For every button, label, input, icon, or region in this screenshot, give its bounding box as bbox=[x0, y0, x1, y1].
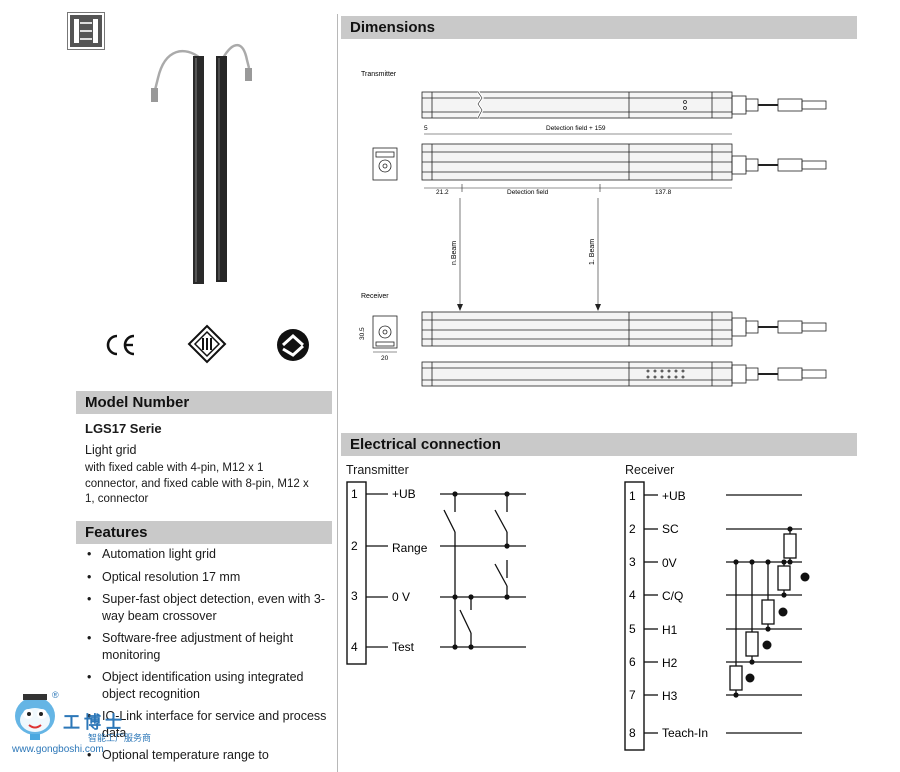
feature-item: Automation light grid bbox=[85, 546, 330, 563]
electrical-connection-heading: Electrical connection bbox=[341, 433, 857, 456]
transmitter-profile bbox=[372, 147, 398, 181]
feature-item: Object identification using integrated o… bbox=[85, 669, 330, 702]
dim-n-beam: n.Beam bbox=[451, 241, 458, 265]
rx-pin-6-name: H2 bbox=[662, 656, 678, 670]
receiver-bar-top bbox=[421, 361, 827, 387]
product-category-icon bbox=[67, 12, 105, 50]
watermark-url: www.gongboshi.com bbox=[12, 744, 104, 755]
model-title: LGS17 Serie bbox=[85, 421, 162, 436]
transmitter-label: Transmitter bbox=[346, 463, 409, 477]
receiver-bar-front bbox=[421, 311, 827, 347]
dim-5: 5 bbox=[424, 125, 428, 132]
feature-item: IO-Link interface for service and proces… bbox=[85, 708, 330, 741]
feature-item: Super-fast object detection, even with 3… bbox=[85, 591, 330, 624]
dim-137-8: 137.8 bbox=[655, 189, 672, 196]
receiver-profile bbox=[372, 315, 398, 349]
rx-pin-8: 8 bbox=[629, 726, 636, 740]
rx-pin-5-name: H1 bbox=[662, 623, 678, 637]
model-number-heading: Model Number bbox=[76, 391, 332, 414]
rx-pin-6: 6 bbox=[629, 655, 636, 669]
tx-pin-1: 1 bbox=[351, 487, 358, 501]
transmitter-bar-top bbox=[421, 91, 827, 119]
dim-detection-field-plus: Detection field + 159 bbox=[546, 125, 606, 132]
ce-mark-icon bbox=[103, 332, 137, 358]
receiver-label: Receiver bbox=[625, 463, 675, 477]
watermark-subtitle: 智能工厂服务商 bbox=[88, 733, 152, 743]
dim-detection-field: Detection field bbox=[507, 189, 549, 196]
rx-pin-1-name: +UB bbox=[662, 489, 686, 503]
pepperl-fuchs-logo-icon bbox=[276, 328, 310, 362]
watermark-registered-mark: ® bbox=[52, 690, 59, 700]
class-iii-icon bbox=[187, 324, 227, 364]
dim-first-beam: 1. Beam bbox=[589, 239, 596, 265]
rx-pin-7: 7 bbox=[629, 688, 636, 702]
dim-20: 20 bbox=[381, 355, 389, 362]
dimensions-heading: Dimensions bbox=[341, 16, 857, 39]
rx-pin-5: 5 bbox=[629, 622, 636, 636]
tx-pin-2-name: Range bbox=[392, 541, 428, 555]
features-list: Automation light grid Optical resolution… bbox=[85, 546, 330, 770]
tx-pin-1-name: +UB bbox=[392, 487, 416, 501]
tx-pin-3: 3 bbox=[351, 589, 358, 603]
tx-pin-4: 4 bbox=[351, 640, 358, 654]
rx-pin-4: 4 bbox=[629, 588, 636, 602]
model-subtitle: Light grid bbox=[85, 443, 137, 457]
dim-30-5: 30.5 bbox=[359, 327, 366, 340]
tx-pin-3-name: 0 V bbox=[392, 590, 410, 604]
rx-pin-1: 1 bbox=[629, 489, 636, 503]
dim-transmitter-label: Transmitter bbox=[361, 71, 397, 78]
product-image-light-grid bbox=[145, 38, 265, 288]
rx-pin-3: 3 bbox=[629, 555, 636, 569]
dim-receiver-label: Receiver bbox=[361, 293, 389, 300]
dimension-drawing: Transmitter Receiver Detection field + 1… bbox=[340, 60, 860, 390]
rx-pin-4-name: C/Q bbox=[662, 589, 683, 603]
receiver-wiring-diagram: 1 2 3 4 5 6 7 8 +UB SC 0V C/Q H1 H2 H3 T… bbox=[620, 478, 820, 753]
rx-pin-7-name: H3 bbox=[662, 689, 678, 703]
model-description: with fixed cable with 4-pin, M12 x 1 con… bbox=[85, 462, 309, 505]
feature-item: Software-free adjustment of height monit… bbox=[85, 630, 330, 663]
tx-pin-2: 2 bbox=[351, 539, 358, 553]
features-heading: Features bbox=[76, 521, 332, 544]
watermark-mascot-icon bbox=[10, 690, 60, 747]
rx-pin-3-name: 0V bbox=[662, 556, 677, 570]
rx-pin-2-name: SC bbox=[662, 522, 679, 536]
transmitter-wiring-diagram: 1 2 3 4 +UB Range 0 V Test bbox=[340, 478, 540, 668]
feature-item: Optional temperature range to bbox=[85, 747, 330, 764]
feature-item: Optical resolution 17 mm bbox=[85, 569, 330, 586]
dim-21-2: 21.2 bbox=[436, 189, 449, 196]
column-divider bbox=[337, 14, 338, 772]
watermark-brand: 工博士 bbox=[63, 713, 126, 732]
rx-pin-8-name: Teach-In bbox=[662, 726, 708, 740]
tx-pin-4-name: Test bbox=[392, 640, 415, 654]
rx-pin-2: 2 bbox=[629, 522, 636, 536]
transmitter-bar-front bbox=[421, 143, 827, 181]
